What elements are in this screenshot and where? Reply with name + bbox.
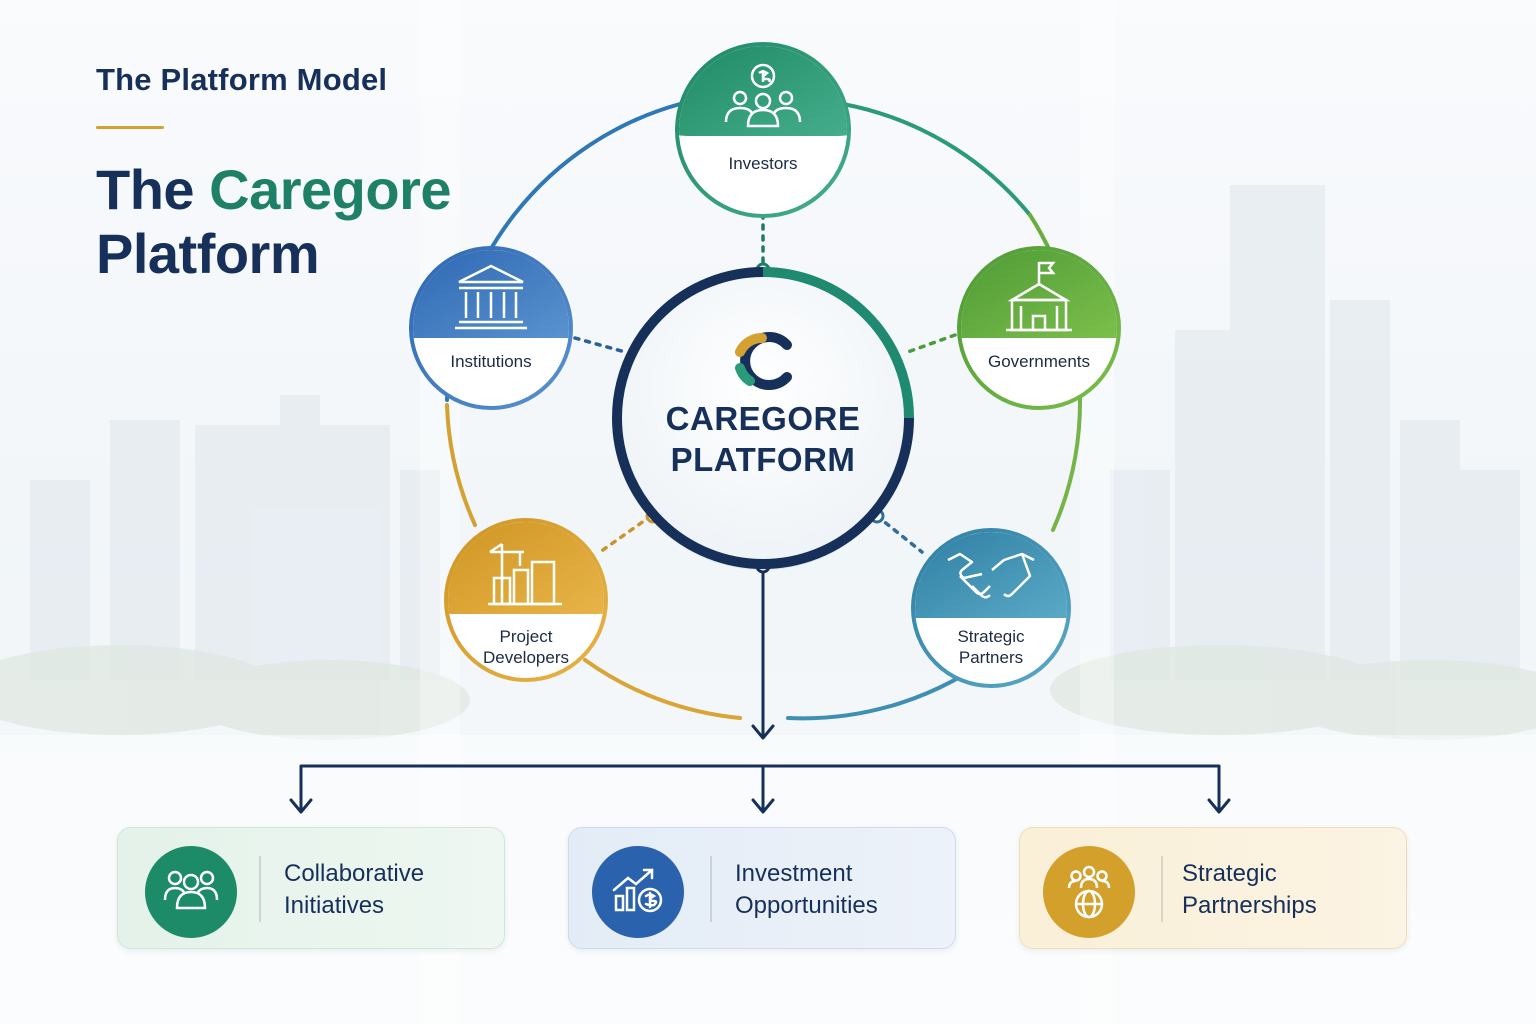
card-separator bbox=[710, 856, 712, 922]
node-investors[interactable]: Investors bbox=[675, 42, 851, 218]
investors-icon bbox=[724, 63, 802, 128]
government-building-icon bbox=[1006, 261, 1072, 332]
outcome-label-line2: Partnerships bbox=[1182, 892, 1317, 919]
flow-arrows bbox=[289, 570, 1231, 814]
node-label-investors: Investors bbox=[729, 154, 798, 173]
outcome-card-strategic-partnerships[interactable]: Strategic Partnerships bbox=[1019, 827, 1407, 949]
outcome-label-line1: Investment bbox=[735, 860, 853, 887]
node-label-governments: Governments bbox=[988, 352, 1090, 371]
people-group-icon bbox=[145, 846, 237, 938]
outcome-label: Collaborative Initiatives bbox=[284, 858, 424, 922]
accent-rule bbox=[96, 126, 164, 129]
node-label-project-developers-1: Project bbox=[500, 627, 553, 646]
node-project-developers[interactable]: Project Developers bbox=[444, 518, 608, 682]
title-accent: Caregore bbox=[209, 158, 451, 221]
outcome-label: Investment Opportunities bbox=[735, 858, 878, 922]
outcome-label-line1: Strategic bbox=[1182, 860, 1277, 887]
node-label-institutions: Institutions bbox=[450, 352, 531, 371]
center-platform: CAREGORE PLATFORM bbox=[612, 267, 914, 570]
outcome-label-line2: Initiatives bbox=[284, 892, 385, 919]
page-title: The Caregore Platform bbox=[96, 158, 451, 286]
eyebrow-title: The Platform Model bbox=[96, 62, 388, 97]
construction-crane-icon bbox=[488, 542, 562, 606]
people-globe-icon bbox=[1043, 846, 1135, 938]
outcome-label: Strategic Partnerships bbox=[1182, 858, 1317, 922]
card-separator bbox=[259, 856, 261, 922]
node-label-project-developers-2: Developers bbox=[483, 648, 569, 667]
center-label-line2: PLATFORM bbox=[671, 441, 856, 478]
handshake-icon bbox=[947, 552, 1035, 599]
outcome-label-line1: Collaborative bbox=[284, 860, 425, 887]
node-strategic-partners[interactable]: Strategic Partners bbox=[911, 528, 1071, 688]
node-label-strategic-partners-2: Partners bbox=[959, 648, 1023, 667]
caregore-c-logo-icon bbox=[735, 332, 792, 390]
center-label-line1: CAREGORE bbox=[666, 400, 861, 437]
outcome-label-line2: Opportunities bbox=[735, 892, 878, 919]
growth-chart-dollar-icon bbox=[592, 846, 684, 938]
node-institutions[interactable]: Institutions bbox=[409, 246, 573, 410]
institution-columns-icon bbox=[455, 264, 527, 330]
card-separator bbox=[1161, 856, 1163, 922]
outcome-card-investment-opportunities[interactable]: Investment Opportunities bbox=[568, 827, 956, 949]
node-connectors bbox=[573, 212, 957, 554]
node-governments[interactable]: Governments bbox=[957, 246, 1121, 410]
title-line2: Platform bbox=[96, 222, 320, 285]
title-prefix: The bbox=[96, 158, 210, 221]
outcome-card-collaborative-initiatives[interactable]: Collaborative Initiatives bbox=[117, 827, 505, 949]
node-label-strategic-partners-1: Strategic bbox=[957, 627, 1025, 646]
